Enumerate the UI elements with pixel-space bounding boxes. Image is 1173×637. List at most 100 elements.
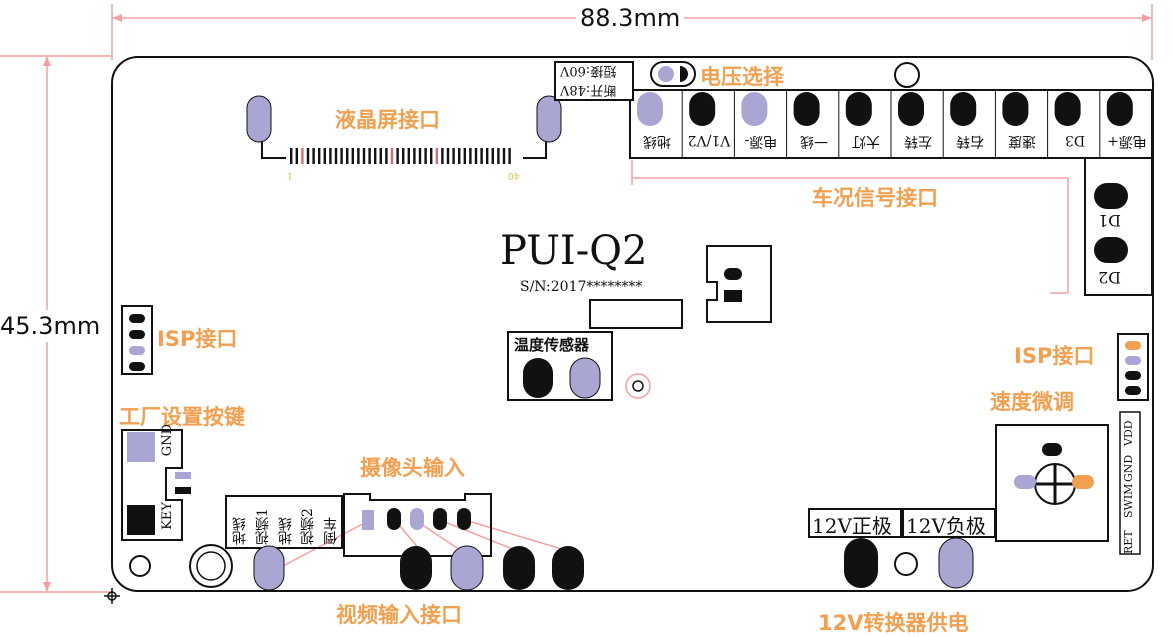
voltage-jumper: [650, 61, 920, 88]
lcd-pin: [480, 148, 483, 164]
signal-pin-label: V1/V2: [687, 132, 731, 148]
lcd-pin: [446, 148, 450, 164]
lcd-pin-row: [290, 148, 511, 164]
lcd-pin: [295, 148, 298, 164]
signal-header: [629, 89, 1153, 159]
video-pin-label: 视频2: [300, 508, 317, 545]
lcd-pin: [362, 148, 366, 164]
lcd-pin: [334, 148, 338, 164]
trim-pin-label: VDD: [1122, 420, 1135, 446]
power-12v-pads: [844, 537, 974, 589]
lcd-pin-last-label: 40: [508, 170, 520, 180]
lcd-pin: [413, 148, 416, 164]
pwr-neg-label: 12V负极: [906, 514, 986, 538]
lcd-interface-label: 液晶屏接口: [335, 108, 440, 132]
lcd-pin: [340, 148, 343, 164]
signal-pad: [845, 92, 872, 126]
lcd-pin: [379, 148, 382, 164]
lcd-pin: [452, 148, 455, 164]
factory-key: [121, 429, 233, 588]
isp-left-header: [121, 305, 153, 375]
signal-pad: [1054, 92, 1081, 126]
lcd-pin: [469, 148, 472, 164]
signal-pad: [793, 92, 820, 126]
lcd-pin: [306, 148, 310, 164]
lcd-pin: [385, 148, 388, 164]
lcd-pin: [396, 148, 399, 164]
lcd-pin: [368, 148, 371, 164]
lcd-pin: [351, 148, 354, 164]
lcd-pin-first-label: 1: [287, 170, 293, 180]
power-12v-label: 12V转换器供电: [818, 611, 969, 635]
video-pin-label: 视频1: [254, 508, 271, 545]
lcd-pin: [418, 148, 422, 164]
signal-pad: [950, 92, 977, 126]
signal-pin-label: 右转: [956, 133, 985, 149]
lcd-pin: [491, 148, 494, 164]
video-pin-label: 地线: [232, 517, 248, 545]
pwr-pos-box: [808, 508, 902, 538]
lcd-pin: [357, 148, 360, 164]
lcd-pin: [323, 148, 326, 164]
lcd-pin: [441, 148, 444, 164]
height-dimension-label: 45.3mm: [0, 310, 101, 342]
voltage-select-label: 电压选择: [700, 65, 784, 89]
lcd-pin: [318, 148, 321, 164]
lcd-pin: [329, 148, 332, 164]
signal-pad: [1106, 92, 1133, 126]
trim-pin-label: GND: [1122, 454, 1135, 482]
lcd-pin: [463, 148, 466, 164]
speed-trimmer: [995, 411, 1141, 555]
lcd-pin: [430, 148, 433, 164]
board-outline: [111, 56, 1154, 592]
serial-number: S/N:2017********: [520, 279, 643, 295]
corner-mark: [104, 588, 120, 604]
temp-sensor-label: 温度传感器: [514, 336, 590, 354]
lcd-pin: [374, 148, 377, 164]
pwr-pos-label: 12V正极: [812, 514, 892, 538]
lcd-pin: [301, 148, 304, 164]
speed-trim-label: 速度微调: [990, 390, 1074, 414]
pwr-neg-box: [902, 508, 996, 538]
video-input-label: 视频输入接口: [336, 603, 462, 627]
d2-label: D2: [1098, 268, 1122, 287]
fuse-label-open: 断开:48V: [560, 82, 617, 97]
lcd-pin: [458, 148, 461, 164]
mount-hole: [625, 373, 651, 399]
label-box: [589, 299, 683, 329]
signal-pad: [689, 92, 716, 126]
signal-pin-label: D3: [1064, 132, 1085, 148]
signal-pin-label: 电源-: [745, 133, 778, 149]
lcd-pin: [502, 148, 506, 164]
key-label: KEY: [160, 502, 175, 530]
lcd-pin: [407, 148, 410, 164]
vehicle-signal-label: 车况信号接口: [812, 186, 938, 210]
video-input-pads: [253, 545, 584, 591]
lcd-connector: [246, 95, 562, 164]
signal-pin-label: 大灯: [851, 133, 880, 149]
power-connector: [706, 245, 772, 323]
width-dimension-label: 88.3mm: [576, 4, 685, 32]
signal-pin-label: 一线: [799, 133, 828, 149]
lcd-pin: [312, 148, 315, 164]
lcd-pin: [486, 148, 489, 164]
signal-pad: [898, 92, 924, 126]
video-pin-label: 地线: [277, 517, 294, 545]
lcd-pin: [508, 148, 511, 164]
video-label-block: [225, 495, 343, 549]
isp-left-label: ISP接口: [157, 327, 238, 351]
d1-label: D1: [1098, 211, 1122, 230]
lcd-pin: [424, 148, 427, 164]
model-title: PUI-Q2: [500, 228, 648, 274]
signal-pad: [637, 92, 663, 126]
signal-pin-label: 速度: [1008, 133, 1037, 149]
trim-pin-label: RET: [1122, 530, 1135, 554]
isp-right-header: [1117, 333, 1149, 401]
lcd-pin: [402, 148, 405, 164]
lcd-pin: [435, 148, 438, 164]
lcd-pin: [497, 148, 500, 164]
signal-pin-label: 电源+: [1106, 133, 1147, 149]
lcd-pin: [474, 148, 478, 164]
camera-connector: [343, 493, 492, 557]
